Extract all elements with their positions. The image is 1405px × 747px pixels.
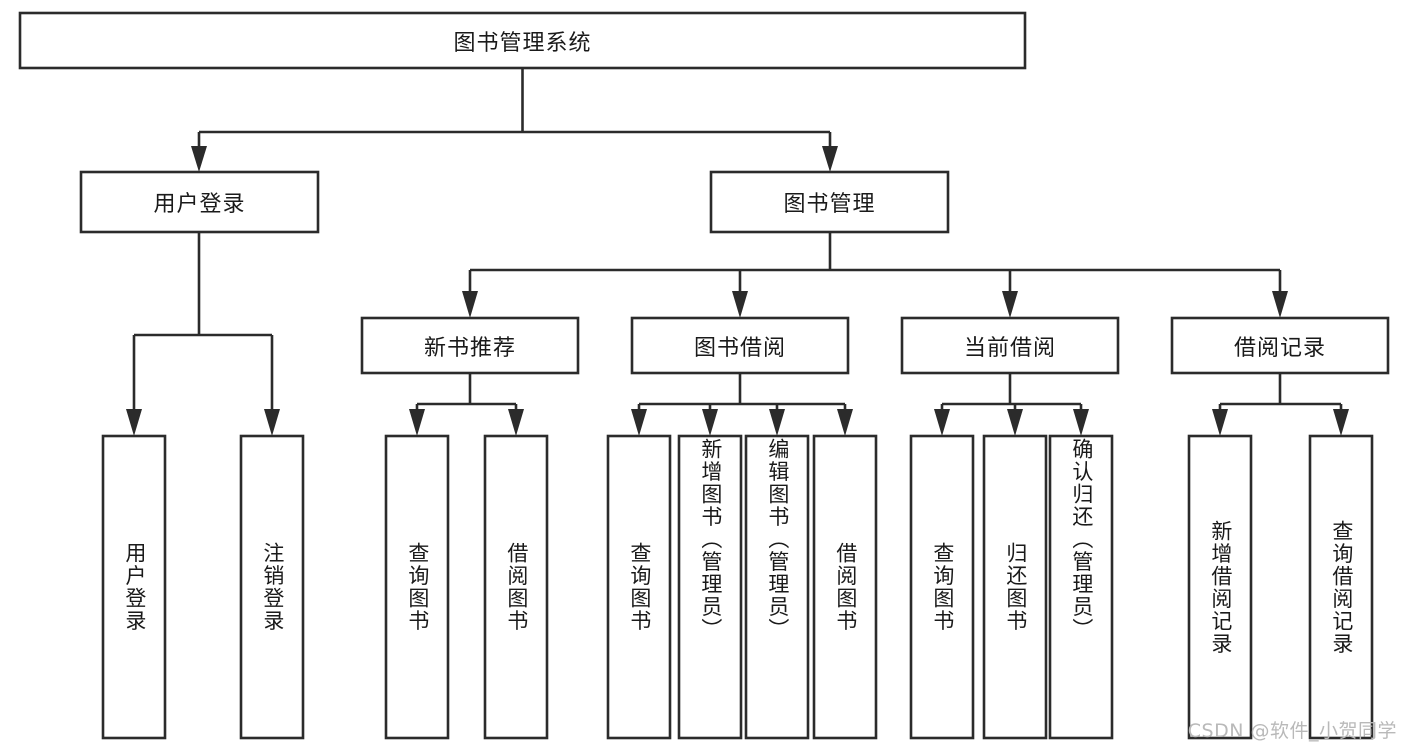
- node-leaf-borrow-book-1[interactable]: [483, 434, 549, 740]
- arrowhead-leaf-query-book-3: [934, 409, 950, 436]
- node-leaf-query-book-1[interactable]: [384, 434, 450, 740]
- arrowhead-leaf-add-record: [1212, 409, 1228, 436]
- arrowhead-user-login: [191, 146, 207, 172]
- node-current-borrow[interactable]: [900, 316, 1120, 375]
- arrowhead-leaf-query-book-2: [631, 409, 647, 436]
- node-leaf-confirm-return[interactable]: [1048, 434, 1114, 740]
- edges-user-login-to-leaves: [126, 232, 280, 436]
- arrowhead-leaf-borrow-book-2: [837, 409, 853, 436]
- node-rects: [18, 11, 1390, 740]
- node-leaf-query-book-3[interactable]: [909, 434, 975, 740]
- node-leaf-add-record[interactable]: [1187, 434, 1253, 740]
- arrowhead-leaf-user-logout: [264, 409, 280, 436]
- edges-new-book-rec-to-leaves: [409, 373, 524, 436]
- node-leaf-query-record[interactable]: [1308, 434, 1374, 740]
- node-borrow-record[interactable]: [1170, 316, 1390, 375]
- arrowhead-leaf-confirm-return: [1073, 409, 1089, 436]
- edges-root-to-level2: [191, 68, 838, 172]
- edges-current-borrow-to-leaves: [934, 373, 1089, 436]
- node-leaf-return-book[interactable]: [982, 434, 1048, 740]
- node-leaf-query-book-2[interactable]: [606, 434, 672, 740]
- node-new-book-rec[interactable]: [360, 316, 580, 375]
- arrowhead-book-manage: [822, 146, 838, 172]
- node-book-borrow[interactable]: [630, 316, 850, 375]
- arrowhead-leaf-borrow-book-1: [508, 409, 524, 436]
- node-user-login[interactable]: [79, 170, 320, 234]
- arrowhead-leaf-query-record: [1333, 409, 1349, 436]
- arrowhead-book-borrow: [732, 291, 748, 318]
- arrowhead-leaf-user-login: [126, 409, 142, 436]
- node-leaf-user-login[interactable]: [101, 434, 167, 740]
- arrowhead-current-borrow: [1002, 291, 1018, 318]
- edges-book-borrow-to-leaves: [631, 373, 853, 436]
- edges-book-manage-to-level3: [462, 232, 1288, 318]
- node-leaf-borrow-book-2[interactable]: [812, 434, 878, 740]
- node-leaf-user-logout[interactable]: [239, 434, 305, 740]
- arrowhead-leaf-add-book: [702, 409, 718, 436]
- arrowhead-leaf-edit-book: [769, 409, 785, 436]
- arrowhead-leaf-return-book: [1007, 409, 1023, 436]
- node-root[interactable]: [18, 11, 1027, 70]
- node-leaf-add-book[interactable]: [677, 434, 743, 740]
- arrowhead-leaf-query-book-1: [409, 409, 425, 436]
- csdn-watermark: CSDN @软件_小贺同学: [1187, 720, 1397, 742]
- arrowhead-new-book-rec: [462, 291, 478, 318]
- edges-borrow-record-to-leaves: [1212, 373, 1349, 436]
- node-book-manage[interactable]: [709, 170, 950, 234]
- arrowhead-borrow-record: [1272, 291, 1288, 318]
- node-leaf-edit-book[interactable]: [744, 434, 810, 740]
